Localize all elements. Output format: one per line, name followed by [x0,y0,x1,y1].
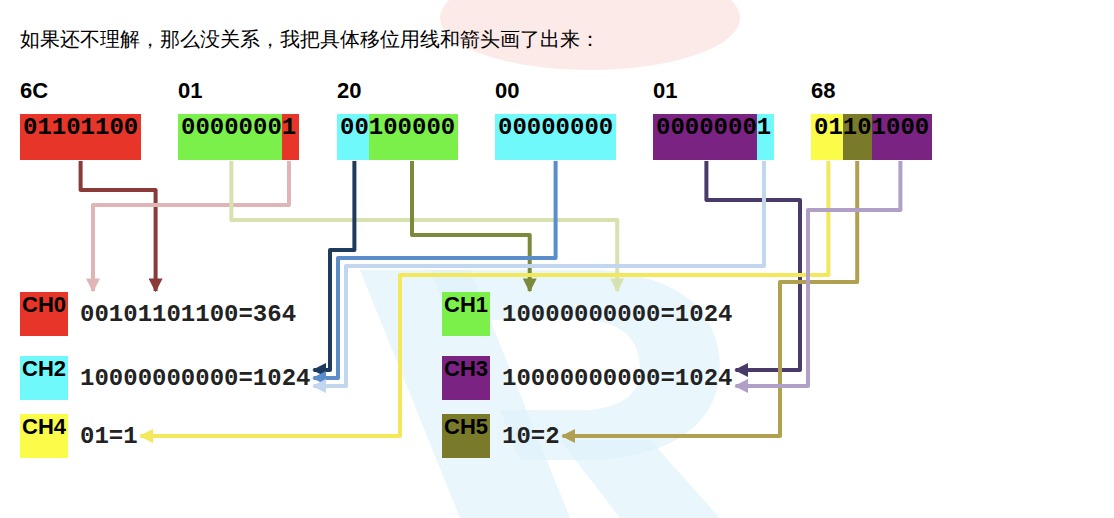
channel-value: 10000000000=1024 [502,365,732,392]
hex-value: 01 [178,78,299,114]
channel-value: 10=2 [502,423,560,450]
shift-arrow [314,161,556,378]
hex-value: 6C [20,78,141,114]
hex-value: 01 [653,78,774,114]
bit-string: 00100000 [337,114,458,160]
bit-box: 00000001 [653,114,774,160]
shift-arrow [231,161,617,291]
channel-row: CH1 10000000000=1024 [442,292,732,336]
channel-value: 10000000000=1024 [502,301,732,328]
bit-box: 01101000 [811,114,932,160]
byte-box: 0000000000 [495,78,616,160]
shift-arrow [412,161,530,291]
channel-swatch: CH4 [20,414,68,458]
byte-box: 6801101000 [811,78,932,160]
shift-arrow [141,161,829,436]
channel-row: CH2 10000000000=1024 [20,356,310,400]
bit-box: 00000001 [178,114,299,160]
shift-arrow [563,161,858,436]
channel-swatch: CH3 [442,356,490,400]
bit-string: 00000001 [653,114,774,160]
byte-box: 2000100000 [337,78,458,160]
channel-swatch: CH1 [442,292,490,336]
watermark-leg [560,440,720,518]
byte-box: 0100000001 [178,78,299,160]
channel-row: CH5 10=2 [442,414,560,458]
channel-value: 00101101100=364 [80,301,296,328]
shift-arrow [736,161,901,386]
byte-box: 6C01101100 [20,78,141,160]
channel-swatch: CH0 [20,292,68,336]
bit-box: 00000000 [495,114,616,160]
page-title: 如果还不理解，那么没关系，我把具体移位用线和箭头画了出来： [20,26,600,53]
byte-box: 0100000001 [653,78,774,160]
bit-string: 00000000 [495,114,616,160]
channel-row: CH3 10000000000=1024 [442,356,732,400]
bit-box: 00100000 [337,114,458,160]
hex-value: 20 [337,78,458,114]
channel-swatch: CH2 [20,356,68,400]
bit-string: 01101000 [811,114,932,160]
hex-value: 68 [811,78,932,114]
bit-string: 01101100 [20,114,141,160]
channel-row: CH4 01=1 [20,414,138,458]
shift-arrow [93,161,289,291]
bit-string: 00000001 [178,114,299,160]
channel-swatch: CH5 [442,414,490,458]
channel-row: CH0 00101101100=364 [20,292,296,336]
channel-value: 10000000000=1024 [80,365,310,392]
bit-box: 01101100 [20,114,141,160]
hex-value: 00 [495,78,616,114]
channel-value: 01=1 [80,423,138,450]
